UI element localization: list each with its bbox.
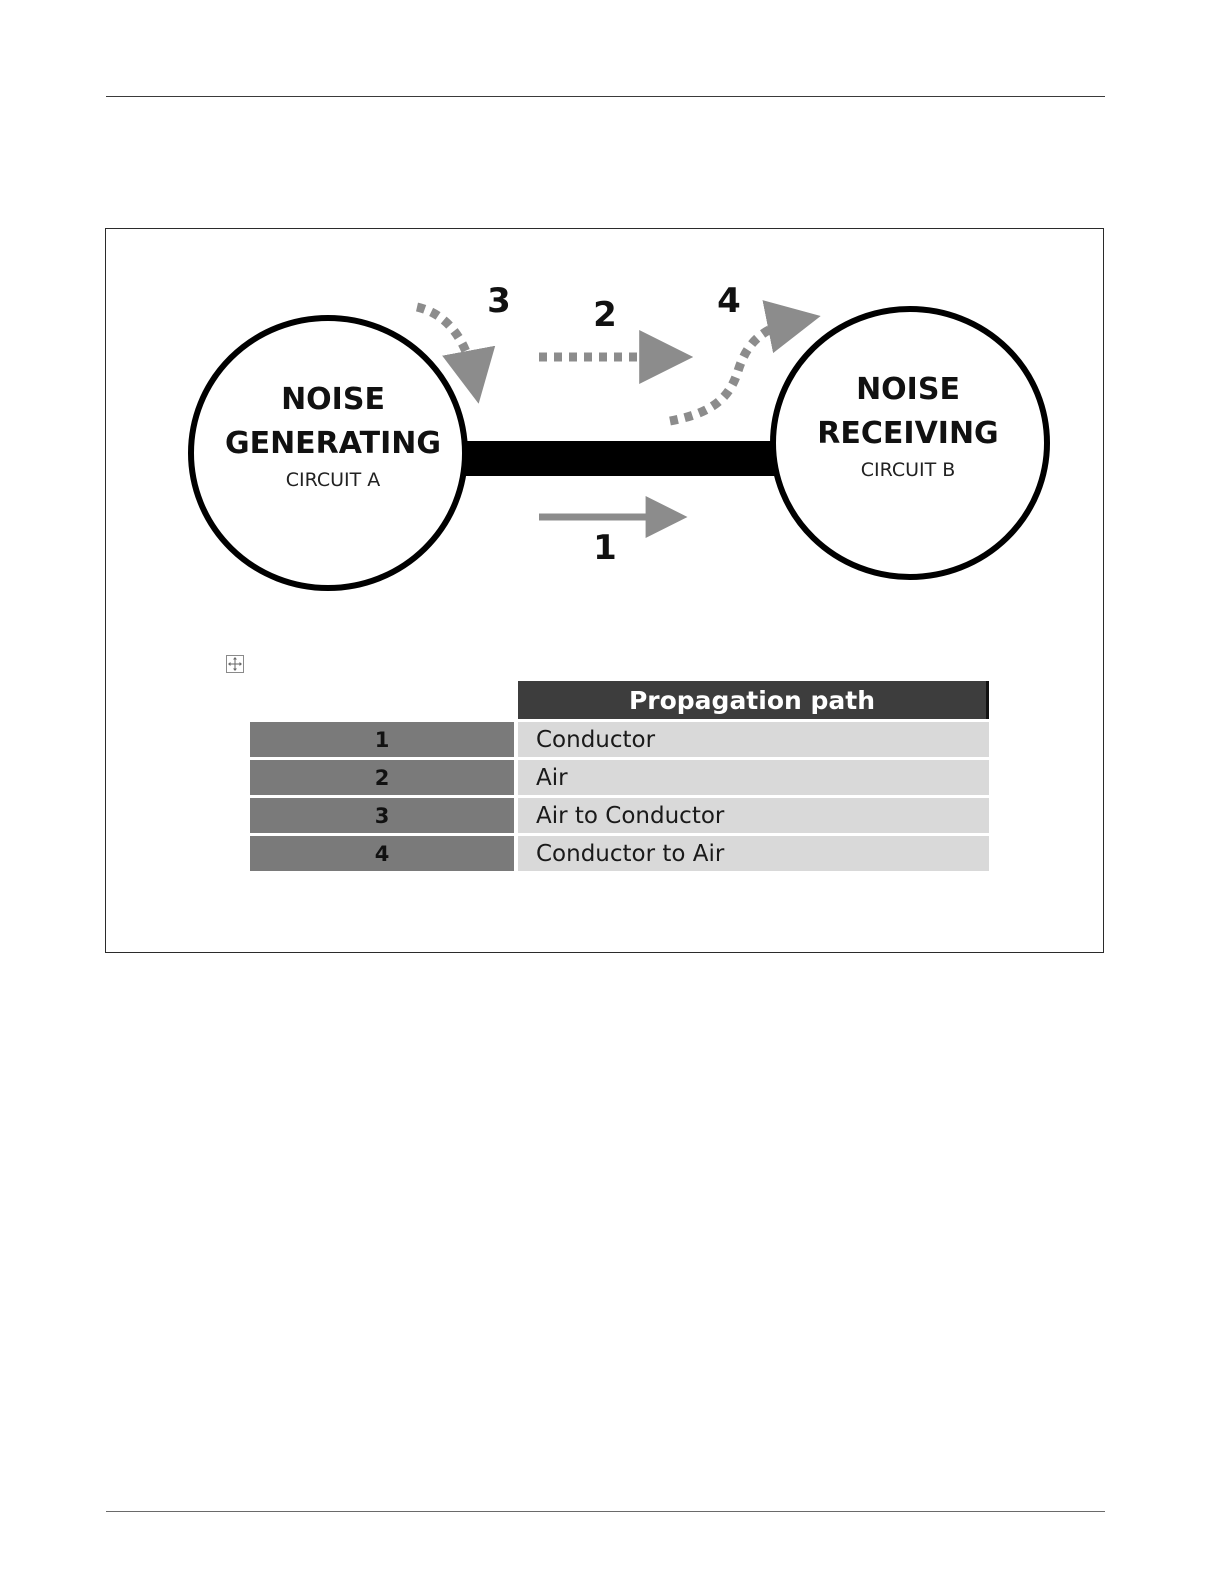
row-path: Air to Conductor — [518, 798, 989, 833]
table-row: 3 Air to Conductor — [250, 798, 989, 833]
path-3-number: 3 — [487, 281, 511, 321]
table-header: Propagation path — [518, 681, 989, 719]
row-number: 4 — [250, 836, 518, 871]
footer-rule — [106, 1511, 1105, 1512]
circuit-a-title-2: GENERATING — [225, 426, 441, 461]
circuit-a-subtitle: CIRCUIT A — [286, 469, 381, 491]
table-header-blank — [250, 681, 518, 719]
header-rule — [106, 96, 1105, 97]
noise-propagation-diagram: NOISE GENERATING CIRCUIT A NOISE RECEIVI… — [106, 229, 1105, 649]
figure-frame: NOISE GENERATING CIRCUIT A NOISE RECEIVI… — [105, 228, 1104, 953]
circuit-b-title-2: RECEIVING — [817, 416, 998, 451]
table-row: 1 Conductor — [250, 722, 989, 757]
table-row: 4 Conductor to Air — [250, 836, 989, 871]
row-number: 1 — [250, 722, 518, 757]
row-path: Air — [518, 760, 989, 795]
row-number: 3 — [250, 798, 518, 833]
row-path: Conductor to Air — [518, 836, 989, 871]
row-number: 2 — [250, 760, 518, 795]
path-4-number: 4 — [717, 281, 741, 321]
circuit-b-subtitle: CIRCUIT B — [861, 459, 956, 481]
table-header-row: Propagation path — [250, 681, 989, 719]
table-move-handle[interactable] — [226, 655, 244, 673]
row-path: Conductor — [518, 722, 989, 757]
path-2-number: 2 — [593, 295, 617, 335]
conductor-bar — [461, 441, 776, 476]
table-row: 2 Air — [250, 760, 989, 795]
propagation-table: Propagation path 1 Conductor 2 Air 3 Air… — [250, 678, 989, 874]
circuit-b-title-1: NOISE — [856, 372, 960, 407]
path-1-number: 1 — [593, 528, 617, 568]
circuit-a-title-1: NOISE — [281, 382, 385, 417]
move-icon — [227, 656, 243, 672]
